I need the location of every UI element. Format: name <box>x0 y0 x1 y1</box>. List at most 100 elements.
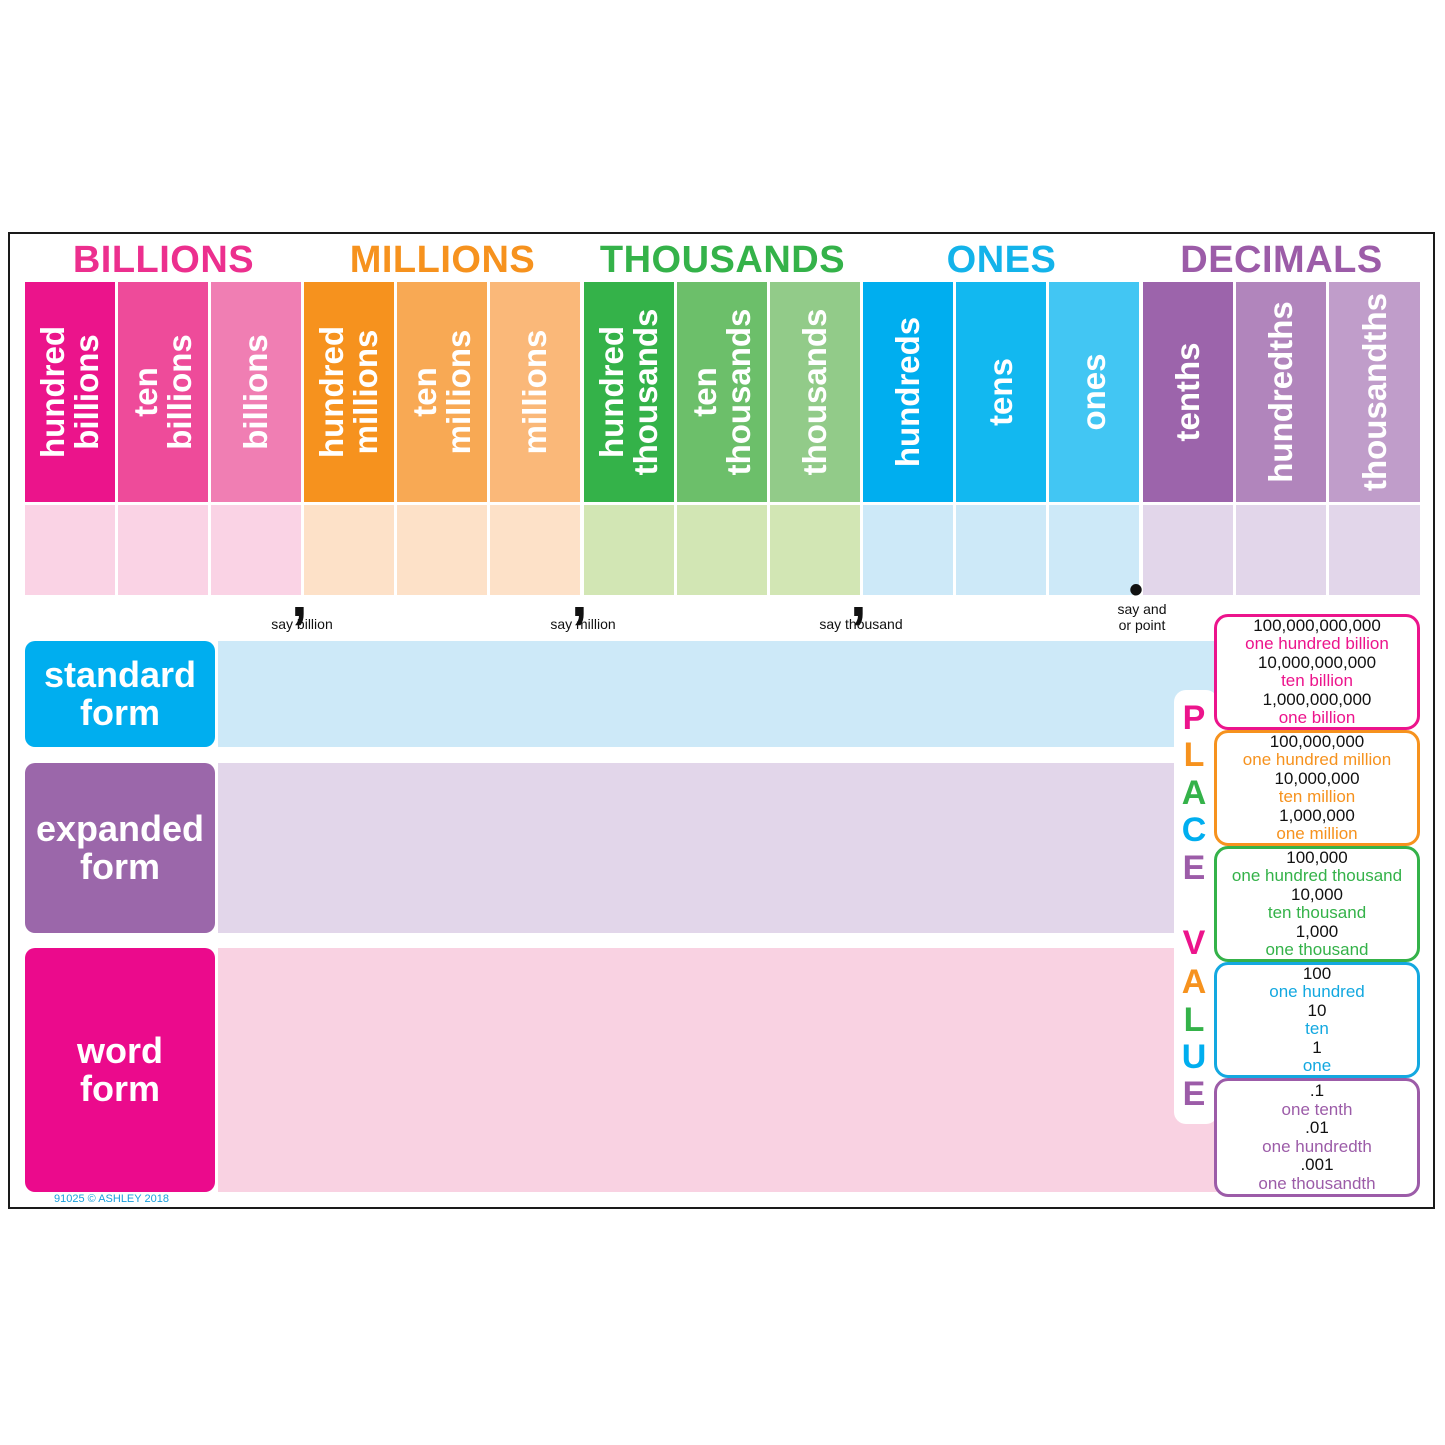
word-form-text: word form <box>77 1030 163 1109</box>
comma-million: , <box>571 562 588 629</box>
digit-cell-millions[interactable] <box>490 505 580 595</box>
digit-cell-ten-millions[interactable] <box>397 505 487 595</box>
comma-thousand: , <box>850 562 867 629</box>
column-hundred-thousands: hundred thousands <box>584 282 674 502</box>
digit-cell-hundred-billions[interactable] <box>25 505 115 595</box>
pv-word: ten <box>1305 1019 1329 1038</box>
expanded-form-area[interactable] <box>218 763 1218 933</box>
column-label: ten thousands <box>686 308 757 476</box>
pv-number: 100,000 <box>1286 847 1348 867</box>
column-thousands: thousands <box>770 282 860 502</box>
digit-cell-tens[interactable] <box>956 505 1046 595</box>
pv-word: one hundred million <box>1242 750 1392 769</box>
pv-number: 10,000,000,000 <box>1257 652 1377 672</box>
column-label: hundred thousands <box>593 308 664 476</box>
digit-cell-ten-thousands[interactable] <box>677 505 767 595</box>
pv-word: one billion <box>1278 708 1356 727</box>
column-label: ten millions <box>406 329 477 455</box>
note-say-thousand: say thousand <box>819 616 903 632</box>
column-hundredths: hundredths <box>1236 282 1326 502</box>
pv-box-millions: 100,000,000 one hundred million 10,000,0… <box>1214 730 1420 846</box>
column-label: hundred billions <box>34 326 105 458</box>
expanded-form-label: expanded form <box>25 763 215 933</box>
pv-letter-v: V <box>1182 924 1206 962</box>
pv-box-billions: 100,000,000,000 one hundred billion 10,0… <box>1214 614 1420 730</box>
digit-cell-hundred-thousands[interactable] <box>584 505 674 595</box>
group-title-thousands: THOUSANDS <box>599 239 846 281</box>
column-label: tenths <box>1169 342 1206 442</box>
digit-cell-tenths[interactable] <box>1143 505 1233 595</box>
column-hundred-billions: hundred billions <box>25 282 115 502</box>
place-value-strip <box>1174 690 1218 1124</box>
pv-word: one thousandth <box>1258 1173 1376 1193</box>
pv-number: 1 <box>1312 1037 1322 1057</box>
column-label: billions <box>237 334 274 450</box>
digit-cell-hundredths[interactable] <box>1236 505 1326 595</box>
pv-box-decimals: .1 one tenth .01 one hundredth .001 one … <box>1214 1078 1420 1197</box>
column-ten-millions: ten millions <box>397 282 487 502</box>
digit-cell-thousands[interactable] <box>770 505 860 595</box>
pv-word: one thousand <box>1265 940 1369 959</box>
pv-number: 100 <box>1302 963 1332 983</box>
pv-number: 10 <box>1307 1000 1327 1020</box>
column-label: hundredths <box>1262 301 1299 483</box>
copyright-text: 91025 © ASHLEY 2018 <box>54 1193 169 1205</box>
pv-letter-l: L <box>1183 736 1205 774</box>
group-title-billions: BILLIONS <box>72 239 255 281</box>
pv-number: .001 <box>1300 1155 1334 1174</box>
column-millions: millions <box>490 282 580 502</box>
comma-billion: , <box>291 562 308 629</box>
digit-cell-ones[interactable] <box>1049 505 1139 595</box>
column-ten-thousands: ten thousands <box>677 282 767 502</box>
decimal-point: • <box>1129 568 1144 612</box>
group-title-ones: ONES <box>946 239 1057 281</box>
standard-form-text: standard form <box>43 654 197 733</box>
column-label: thousands <box>796 308 833 476</box>
column-label: ten billions <box>127 334 198 450</box>
column-label: hundreds <box>889 316 926 468</box>
standard-form-area[interactable] <box>218 641 1218 747</box>
digit-cell-ten-billions[interactable] <box>118 505 208 595</box>
pv-letter-c: C <box>1181 811 1207 849</box>
digit-cell-billions[interactable] <box>211 505 301 595</box>
word-form-area[interactable] <box>218 948 1218 1192</box>
digit-cell-hundreds[interactable] <box>863 505 953 595</box>
column-label: thousandths <box>1355 293 1393 491</box>
digit-cell-thousandths[interactable] <box>1329 505 1420 595</box>
pv-number: 100,000,000,000 <box>1253 615 1381 635</box>
column-label: millions <box>516 329 553 455</box>
column-label: tens <box>982 358 1019 426</box>
pv-letter-u: U <box>1181 1038 1207 1076</box>
pv-number: 1,000,000 <box>1279 805 1355 825</box>
column-thousandths: thousandths <box>1329 282 1420 502</box>
pv-letter-a: A <box>1181 774 1207 812</box>
pv-word: one <box>1302 1056 1332 1075</box>
note-say-million: say million <box>550 616 616 632</box>
pv-number: 10,000 <box>1291 884 1343 904</box>
pv-word: ten million <box>1278 787 1356 806</box>
pv-word: one tenth <box>1281 1099 1353 1119</box>
column-hundreds: hundreds <box>863 282 953 502</box>
pv-word: one hundredth <box>1262 1136 1372 1156</box>
note-say-and-or-point: say and or point <box>1117 601 1167 633</box>
pv-word: one hundred billion <box>1245 634 1389 653</box>
pv-letter-l2: L <box>1183 1001 1205 1039</box>
column-ones: ones <box>1049 282 1139 502</box>
pv-number: 100,000,000 <box>1269 731 1365 751</box>
note-say-billion: say billion <box>271 616 333 632</box>
group-title-millions: MILLIONS <box>349 239 536 281</box>
pv-number: .1 <box>1309 1081 1325 1100</box>
pv-word: one hundred <box>1269 982 1365 1001</box>
group-title-decimals: DECIMALS <box>1180 239 1383 281</box>
pv-number: 1,000,000,000 <box>1262 689 1372 709</box>
pv-number: 1,000 <box>1295 921 1339 941</box>
column-label: ones <box>1075 353 1112 431</box>
column-tens: tens <box>956 282 1046 502</box>
pv-letter-e2: E <box>1182 1075 1206 1113</box>
pv-word: ten thousand <box>1267 903 1367 922</box>
pv-word: one million <box>1276 824 1358 843</box>
pv-number: .01 <box>1305 1118 1329 1137</box>
pv-word: ten billion <box>1281 671 1353 690</box>
digit-cell-hundred-millions[interactable] <box>304 505 394 595</box>
expanded-form-text: expanded form <box>35 808 205 887</box>
